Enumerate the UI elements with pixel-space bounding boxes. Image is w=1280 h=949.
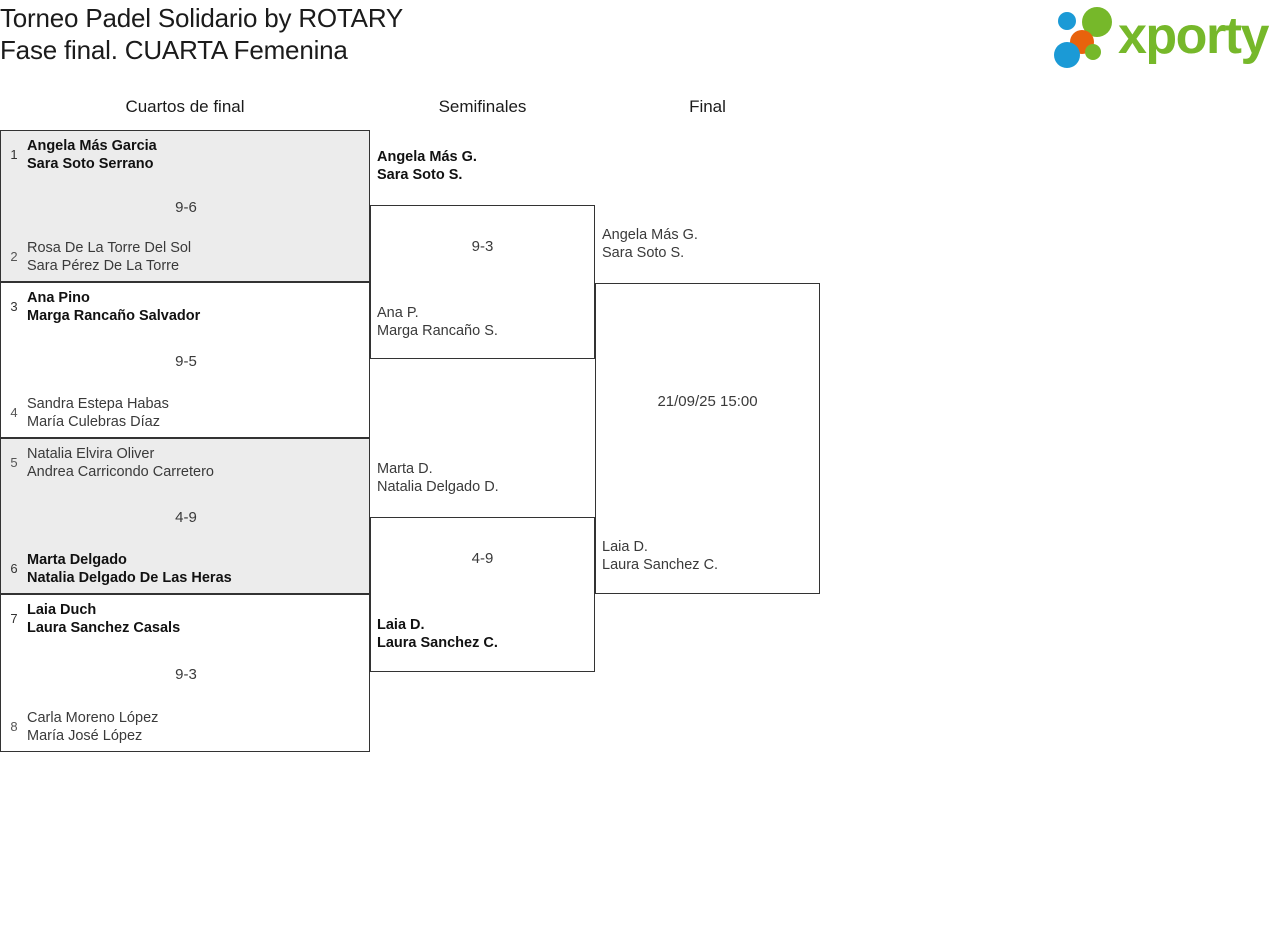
match-sf-1-score: 9-3 [471,238,494,255]
round-header-quarterfinals: Cuartos de final [125,97,245,116]
team-names: Marta Delgado Natalia Delgado De Las Her… [27,551,232,587]
match-sf-1-team-bottom: Ana P. Marga Rancaño S. [377,304,498,340]
player-name: Angela Más G. [602,227,698,243]
seed-number: 2 [10,249,18,264]
seed-number: 7 [10,611,18,626]
player-name: Marta Delgado [27,552,127,568]
team-names: Ana Pino Marga Rancaño Salvador [27,289,200,325]
match-final[interactable]: 21/09/25 15:00 [595,283,820,594]
logo-wordmark: xporty [1118,7,1269,65]
round-header-semifinals: Semifinales [438,97,527,116]
player-name: Marta D. [377,461,433,477]
xporty-logo[interactable]: xporty [1052,6,1276,68]
match-qf-1-score: 9-6 [175,199,197,216]
player-name: Rosa De La Torre Del Sol [27,240,192,256]
tournament-phase: Fase final. CUARTA Femenina [0,35,348,65]
match-qf-1-team-top: 1 Angela Más Garcia Sara Soto Serrano [1,137,371,173]
player-name: Laura Sanchez C. [377,635,498,651]
seed-number: 3 [10,299,18,314]
match-sf-2-team-top: Marta D. Natalia Delgado D. [377,460,499,496]
player-name: Natalia Delgado D. [377,479,499,495]
player-name: Natalia Elvira Oliver [27,446,155,462]
team-names: Laia Duch Laura Sanchez Casals [27,601,180,637]
seed-number: 6 [10,561,18,576]
match-qf-4[interactable]: 7 Laia Duch Laura Sanchez Casals 9-3 8 C… [0,594,370,752]
seed-number: 5 [10,455,18,470]
seed-number: 1 [10,147,18,162]
match-qf-3-score: 4-9 [175,509,197,526]
seed-number: 4 [10,405,18,420]
match-qf-1-team-bottom: 2 Rosa De La Torre Del Sol Sara Pérez De… [1,239,371,275]
tournament-name: Torneo Padel Solidario by ROTARY [0,3,404,33]
team-names: Angela Más Garcia Sara Soto Serrano [27,137,157,173]
player-name: Sara Soto S. [602,245,685,261]
player-name: Marga Rancaño S. [377,323,498,339]
match-final-team-top: Angela Más G. Sara Soto S. [602,226,698,262]
match-sf-2-score: 4-9 [471,550,494,567]
match-qf-2-team-top: 3 Ana Pino Marga Rancaño Salvador [1,289,371,325]
logo-dot-blue-large [1054,42,1080,68]
team-names: Carla Moreno López María José López [27,709,158,745]
match-qf-3-team-bottom: 6 Marta Delgado Natalia Delgado De Las H… [1,551,371,587]
match-qf-4-score: 9-3 [175,666,197,683]
player-name: Ana P. [377,305,419,321]
player-name: Laia D. [377,617,425,633]
logo-dot-blue-small [1058,12,1076,30]
match-qf-4-team-bottom: 8 Carla Moreno López María José López [1,709,371,745]
team-names: Natalia Elvira Oliver Andrea Carricondo … [27,445,214,481]
round-header-final: Final [689,97,726,116]
match-qf-2[interactable]: 3 Ana Pino Marga Rancaño Salvador 9-5 4 … [0,282,370,438]
match-qf-3[interactable]: 5 Natalia Elvira Oliver Andrea Carricond… [0,438,370,594]
logo-dot-green-small [1085,44,1101,60]
player-name: Laura Sanchez C. [602,557,719,573]
player-name: Sara Pérez De La Torre [27,258,180,274]
player-name: Carla Moreno López [27,710,159,726]
seed-number: 8 [10,719,18,734]
player-name: Angela Más G. [377,149,477,165]
player-name: María José López [27,728,143,744]
player-name: Angela Más Garcia [27,138,157,154]
logo-dots-icon [1052,6,1126,68]
match-sf-1-team-top: Angela Más G. Sara Soto S. [377,148,477,184]
page-header: Torneo Padel Solidario by ROTARY Fase fi… [0,0,1280,78]
player-name: María Culebras Díaz [27,414,160,430]
team-names: Rosa De La Torre Del Sol Sara Pérez De L… [27,239,191,275]
match-qf-2-score: 9-5 [175,353,197,370]
match-qf-3-team-top: 5 Natalia Elvira Oliver Andrea Carricond… [1,445,371,481]
player-name: Laia D. [602,539,648,555]
match-qf-2-team-bottom: 4 Sandra Estepa Habas María Culebras Día… [1,395,371,431]
match-qf-1[interactable]: 1 Angela Más Garcia Sara Soto Serrano 9-… [0,130,370,282]
page-title: Torneo Padel Solidario by ROTARY Fase fi… [0,2,403,66]
player-name: Andrea Carricondo Carretero [27,464,214,480]
player-name: Marga Rancaño Salvador [27,308,201,324]
player-name: Natalia Delgado De Las Heras [27,570,232,586]
match-sf-2[interactable]: 4-9 [370,517,595,672]
player-name: Sandra Estepa Habas [27,396,169,412]
player-name: Laura Sanchez Casals [27,620,181,636]
match-sf-1[interactable]: 9-3 [370,205,595,359]
match-final-schedule: 21/09/25 15:00 [657,393,758,410]
player-name: Sara Soto S. [377,167,463,183]
player-name: Laia Duch [27,602,97,618]
player-name: Ana Pino [27,290,90,306]
match-final-team-bottom: Laia D. Laura Sanchez C. [602,538,718,574]
team-names: Sandra Estepa Habas María Culebras Díaz [27,395,169,431]
player-name: Sara Soto Serrano [27,156,154,172]
match-qf-4-team-top: 7 Laia Duch Laura Sanchez Casals [1,601,371,637]
match-sf-2-team-bottom: Laia D. Laura Sanchez C. [377,616,498,652]
